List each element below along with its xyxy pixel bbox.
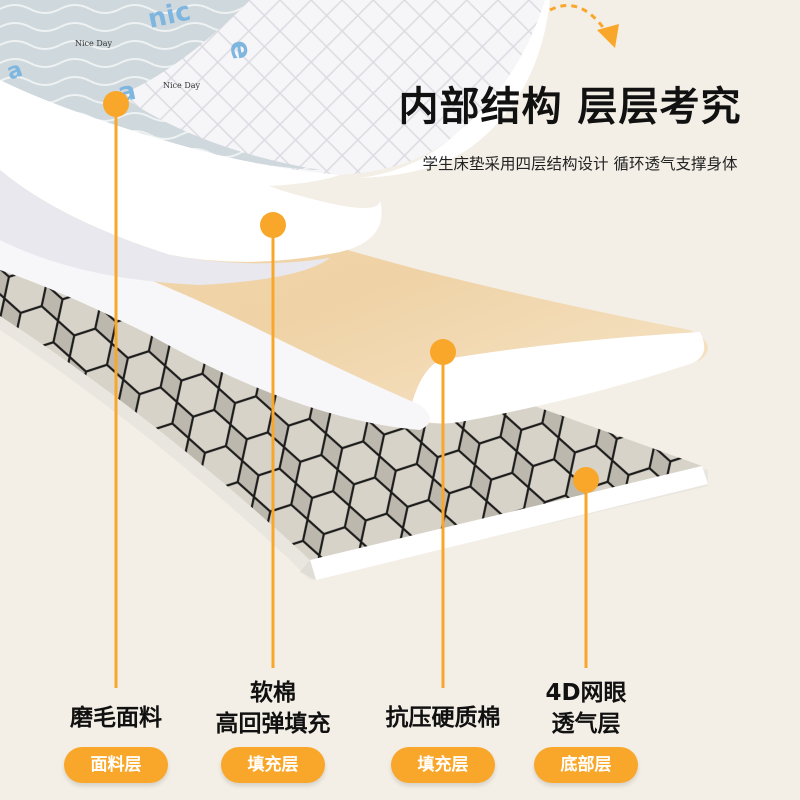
curved-arrow-icon (549, 4, 619, 48)
layer-label-line: 4D网眼 (545, 680, 627, 706)
layer-tag-fabric: 面料层 (64, 747, 168, 783)
layer-tag-hard-cotton: 填充层 (391, 747, 495, 783)
layer-tag-soft-cotton: 填充层 (221, 747, 325, 783)
layer-label-line: 磨毛面料 (70, 705, 162, 731)
dot-marker-icon (430, 339, 456, 365)
layer-label-soft-cotton: 软棉 高回弹填充 (178, 678, 368, 740)
nice-day-logo: Nice Day Nice Day (75, 39, 201, 90)
layer-tag-mesh: 底部层 (534, 747, 638, 783)
dot-markers (103, 91, 599, 493)
layer-label-line: 高回弹填充 (215, 711, 331, 737)
layer-label-mesh: 4D网眼 透气层 (491, 678, 681, 740)
svg-text:Nice Day: Nice Day (75, 39, 113, 48)
layer-label-fabric: 磨毛面料 (21, 703, 211, 734)
fabric-print-logo: nic a e a (4, 0, 259, 109)
page-subtitle: 学生床垫采用四层结构设计 循环透气支撑身体 (422, 155, 738, 173)
svg-text:Nice Day: Nice Day (163, 81, 201, 90)
dot-marker-icon (103, 91, 129, 117)
layer-label-line: 软棉 (250, 680, 296, 706)
page-title: 内部结构 层层考究 (398, 84, 742, 130)
layer-label-line: 抗压硬质棉 (385, 705, 501, 731)
dot-marker-icon (573, 467, 599, 493)
layer-label-hard-cotton: 抗压硬质棉 (348, 703, 538, 734)
fabric-layer: nic a e a Nice Day Nice Day (0, 0, 550, 187)
layer-label-line: 透气层 (551, 711, 621, 737)
connector-lines (114, 104, 588, 688)
dot-marker-icon (260, 212, 286, 238)
